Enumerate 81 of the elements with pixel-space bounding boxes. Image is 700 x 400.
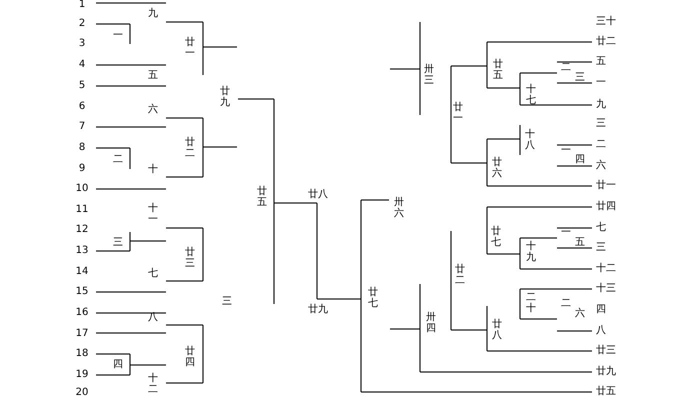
bracket-label: 廿二 — [455, 264, 465, 286]
bracket-label: 廿五 — [596, 387, 616, 397]
bracket-label: 十七 — [526, 84, 536, 106]
seed-number: 11 — [76, 205, 88, 215]
seed-number: 13 — [76, 246, 88, 256]
bracket-label: 十九 — [526, 241, 536, 263]
bracket-label: 三 — [113, 238, 123, 248]
bracket-label: 二 — [596, 140, 606, 150]
seed-number: 20 — [76, 388, 88, 398]
bracket-label: 一 — [113, 31, 123, 41]
bracket-label: 廿二 — [596, 37, 616, 47]
bracket-label: 五 — [596, 57, 606, 67]
bracket-label: 三十 — [596, 17, 616, 27]
seed-number: 5 — [78, 81, 86, 91]
bracket-label: 廿七 — [368, 287, 378, 309]
seed-number: 14 — [76, 267, 88, 277]
bracket-label: 十二 — [596, 264, 616, 274]
seed-number: 15 — [76, 287, 88, 297]
bracket-label: 廿六 — [492, 157, 502, 179]
bracket-label: 六 — [596, 161, 606, 171]
seed-number: 19 — [76, 370, 88, 380]
bracket-label: 廿八 — [492, 319, 502, 341]
bracket-label: 廿九 — [220, 86, 230, 108]
bracket-label: 十 — [148, 165, 158, 175]
bracket-label: 二十 — [526, 292, 536, 314]
bracket-label: 廿五 — [257, 186, 267, 208]
bracket-label: 五 — [148, 71, 158, 81]
seed-number: 9 — [78, 164, 86, 174]
bracket-label: 廿八 — [308, 190, 328, 200]
bracket-label: 七 — [596, 223, 606, 233]
bracket-label: 廿一 — [596, 181, 616, 191]
seed-number: 7 — [78, 122, 86, 132]
bracket-label: 六 — [148, 105, 158, 115]
seed-number: 12 — [76, 225, 88, 235]
bracket-label: 廿三 — [596, 346, 616, 356]
bracket-label: 卅三 — [424, 64, 434, 86]
bracket-label: 四 — [113, 360, 123, 370]
bracket-label: 廿五 — [493, 59, 503, 81]
bracket-label: 三 — [575, 73, 585, 83]
bracket-label: 廿四 — [185, 346, 195, 368]
bracket-label: 三 — [222, 297, 232, 307]
bracket-label: 十三 — [596, 284, 616, 294]
seed-number: 18 — [76, 349, 88, 359]
seed-number: 16 — [76, 308, 88, 318]
bracket-label: 七 — [148, 269, 158, 279]
bracket-label: 廿七 — [491, 226, 501, 248]
bracket-label: 十二 — [148, 373, 158, 395]
seed-number: 1 — [78, 0, 86, 10]
seed-number: 4 — [78, 60, 86, 70]
bracket-label: 十八 — [525, 129, 535, 151]
seed-number: 17 — [76, 329, 88, 339]
bracket-label: 五 — [575, 238, 585, 248]
bracket-label: 卅四 — [426, 312, 436, 334]
seed-number: 6 — [78, 102, 86, 112]
seed-number: 10 — [76, 184, 88, 194]
bracket-label: 廿一 — [185, 37, 195, 59]
bracket-label: 九 — [596, 100, 606, 110]
bracket-label: 廿一 — [453, 102, 463, 124]
bracket-label: 二 — [113, 155, 123, 165]
bracket-label: 九 — [148, 9, 158, 19]
bracket-label: 二 — [561, 63, 571, 73]
bracket-label: 四 — [575, 155, 585, 165]
seed-number: 2 — [78, 19, 86, 29]
bracket-label: 廿四 — [596, 202, 616, 212]
bracket-label: 三 — [596, 119, 606, 129]
bracket-label: 八 — [596, 326, 606, 336]
bracket-label: 卅六 — [394, 197, 404, 219]
bracket-label: 四 — [596, 305, 606, 315]
bracket-label: 一 — [561, 228, 571, 238]
seed-number: 3 — [78, 39, 86, 49]
bracket-label: 廿九 — [596, 367, 616, 377]
bracket-label: 廿九 — [308, 305, 328, 315]
bracket-label: 三 — [596, 243, 606, 253]
bracket-label: 一 — [561, 146, 571, 156]
bracket-label: 十一 — [148, 203, 158, 225]
seed-number: 8 — [78, 143, 86, 153]
bracket-label: 二 — [561, 299, 571, 309]
bracket-label: 廿二 — [185, 137, 195, 159]
bracket-label: 六 — [575, 309, 585, 319]
bracket-label: 一 — [596, 78, 606, 88]
bracket-label: 廿三 — [185, 247, 195, 269]
